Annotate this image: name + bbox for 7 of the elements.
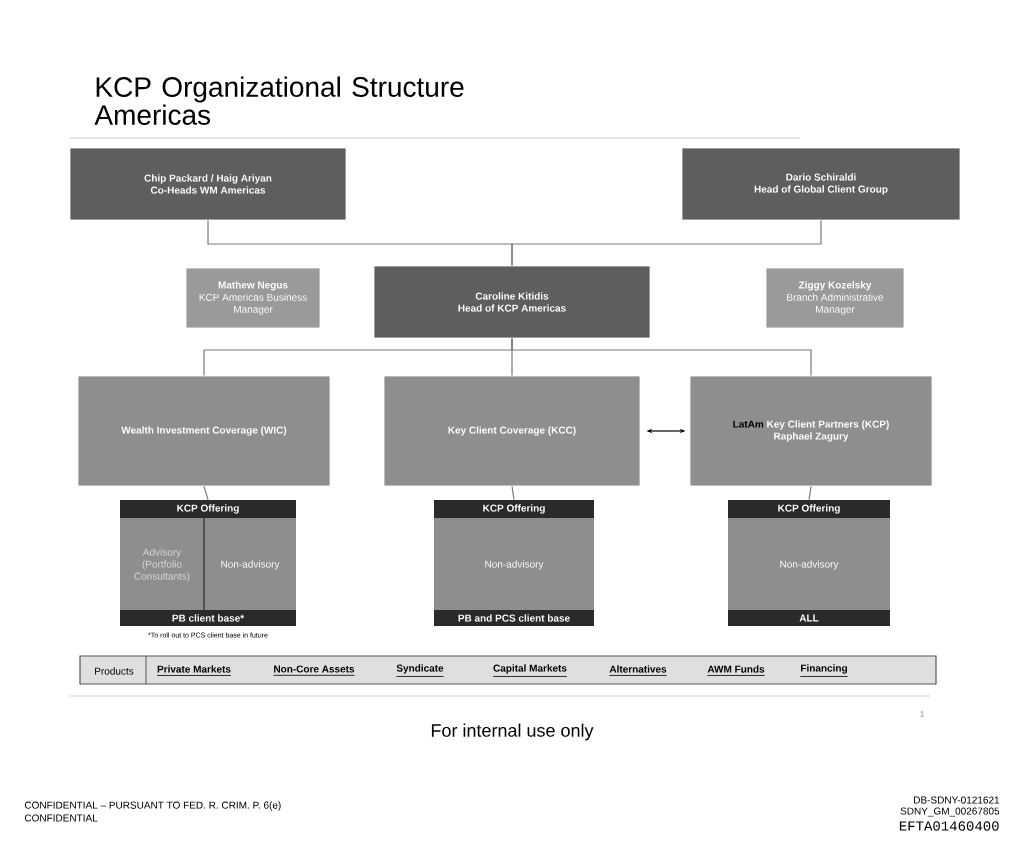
connector (511, 485, 515, 501)
connector (808, 485, 812, 501)
footer-note: For internal use only (431, 723, 594, 741)
title: KCP Organizational Structure Americas (94, 76, 464, 125)
connector (511, 337, 812, 377)
connector (203, 485, 209, 501)
connector (511, 219, 822, 267)
